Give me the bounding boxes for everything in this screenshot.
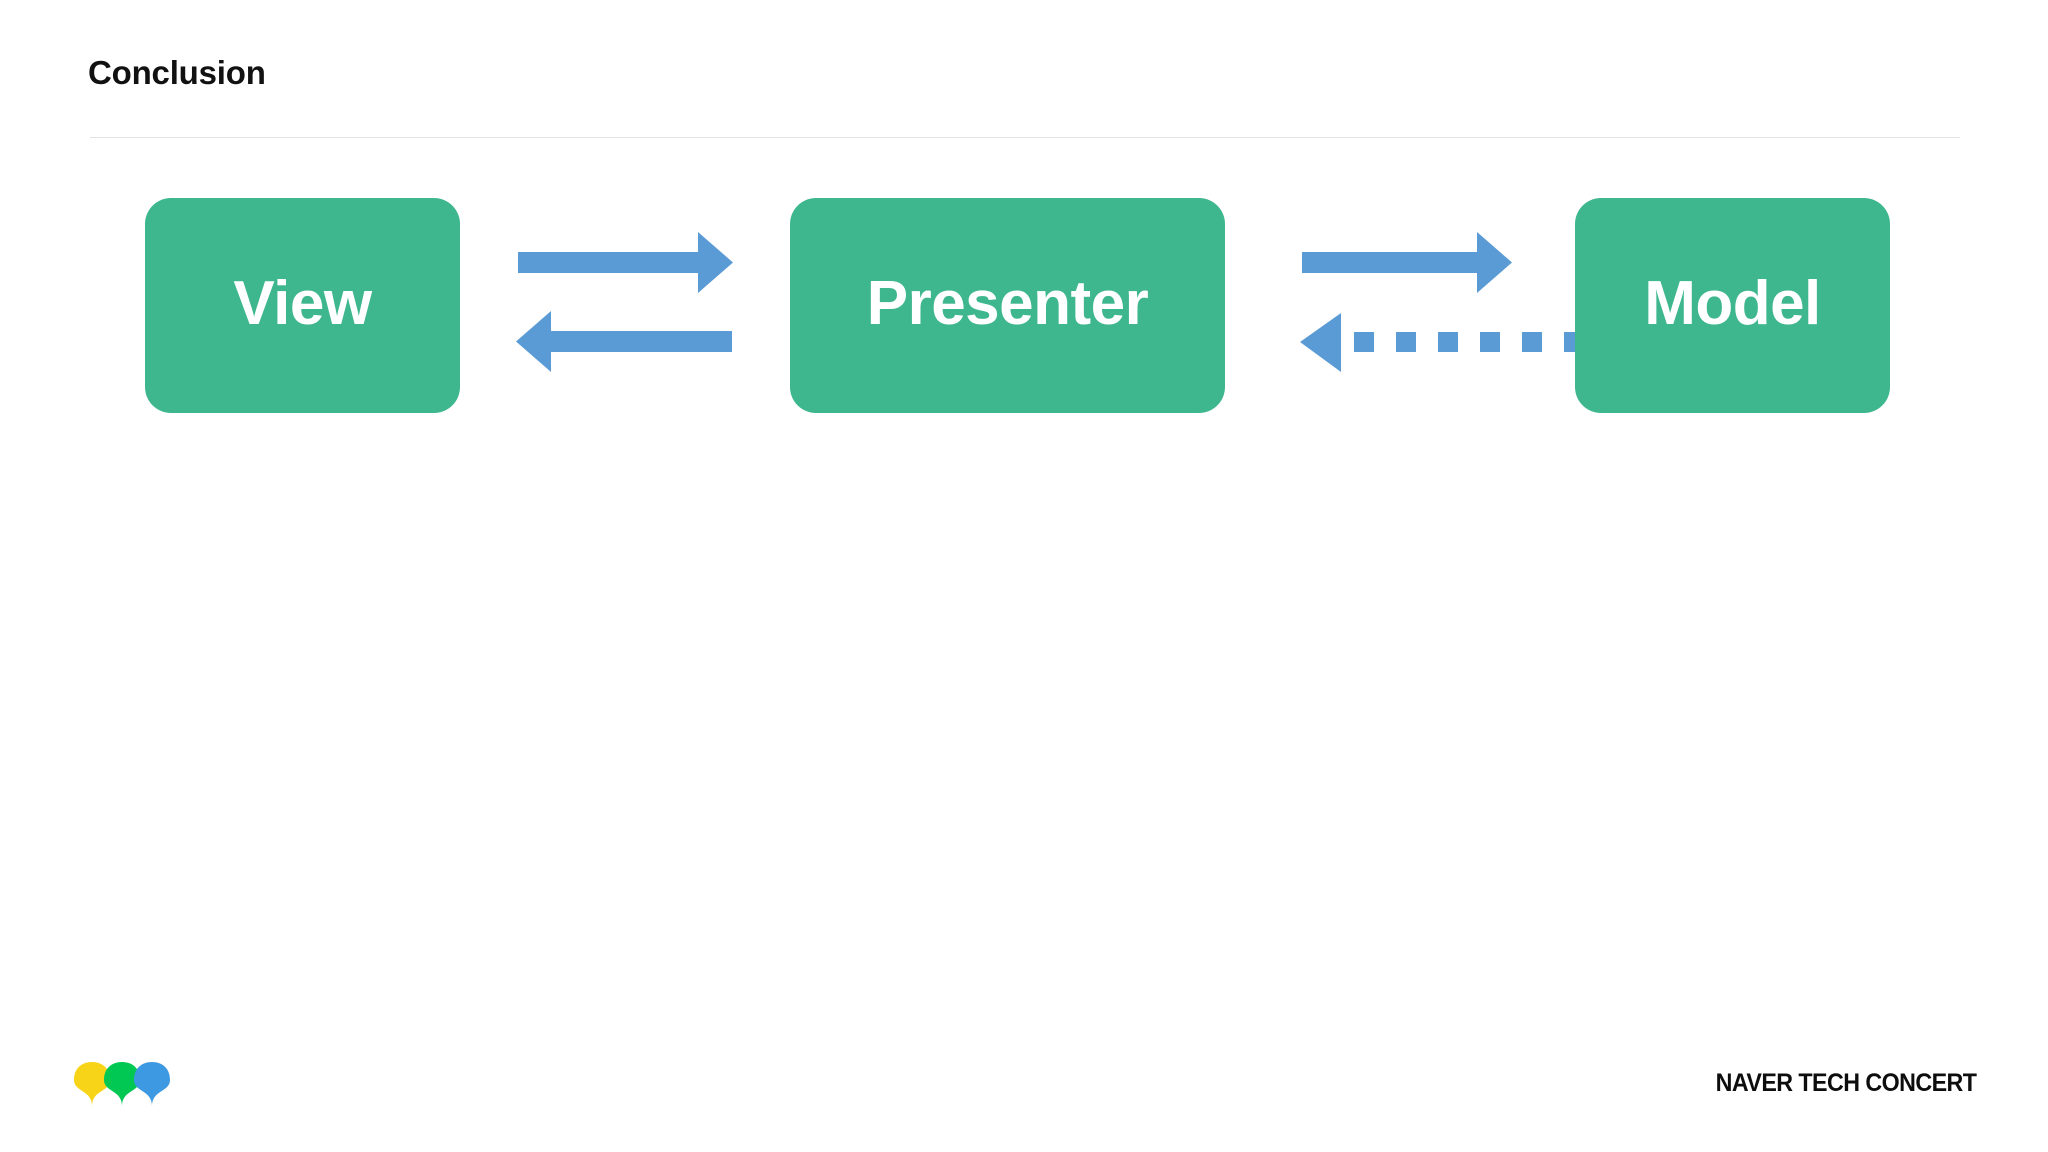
ginkgo-leaf-green (104, 1062, 140, 1106)
arrow-presenter-to-view (516, 311, 732, 372)
footer-brand-text: NAVER TECH CONCERT (1715, 1069, 1976, 1097)
page-title: Conclusion (88, 54, 266, 91)
diagram-node-view[interactable]: View (145, 198, 460, 413)
diagram-node-view-label: View (233, 268, 372, 338)
diagram-node-presenter[interactable]: Presenter (790, 198, 1225, 413)
naver-ginkgo-logo (74, 1062, 170, 1106)
ginkgo-leaf-yellow (74, 1062, 110, 1106)
diagram-node-presenter-label: Presenter (866, 268, 1149, 338)
diagram-node-model-label: Model (1644, 268, 1821, 338)
diagram-node-model[interactable]: Model (1575, 198, 1890, 413)
title-divider (90, 137, 1960, 138)
arrow-model-to-presenter (1300, 313, 1668, 372)
arrow-view-to-presenter (518, 232, 733, 293)
ginkgo-leaf-blue (134, 1062, 170, 1106)
arrow-presenter-to-model (1302, 232, 1512, 293)
